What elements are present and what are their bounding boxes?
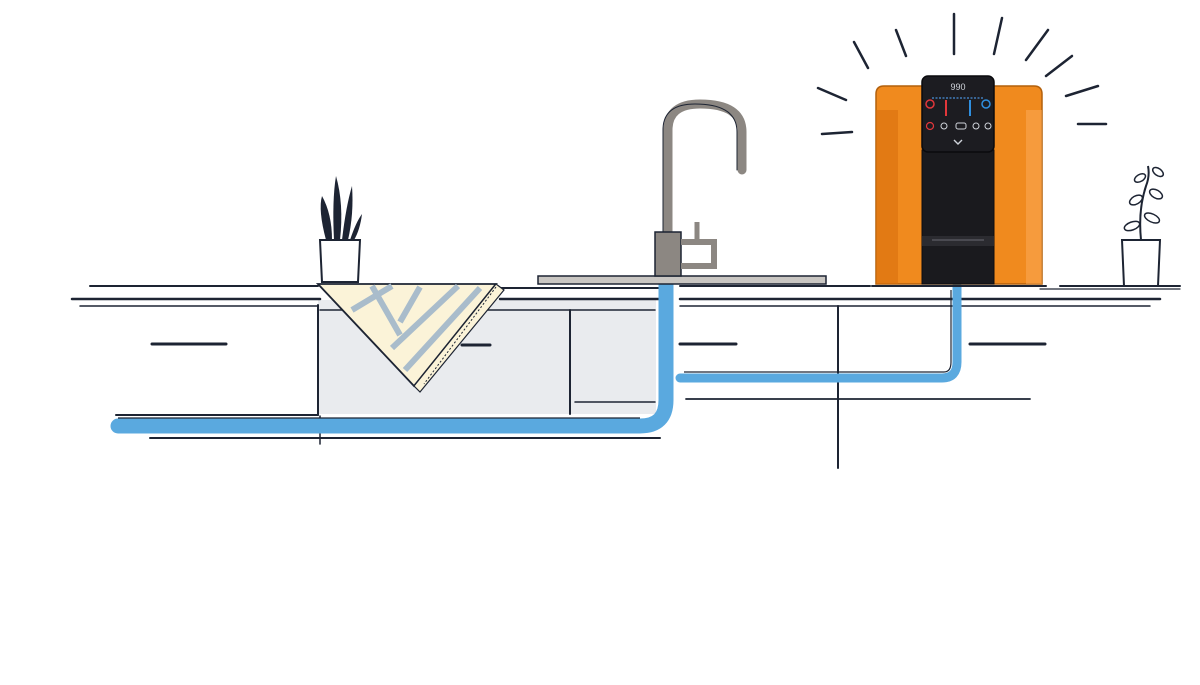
vine-plant-icon [1120, 165, 1165, 287]
dish-towel [315, 283, 505, 393]
faucet-icon [654, 99, 747, 277]
water-pipes [110, 276, 962, 434]
snake-plant-icon [318, 176, 362, 283]
cold-indicator-icon [981, 99, 991, 109]
sink-basin [537, 275, 827, 285]
water-dispenser: 990 [875, 75, 1043, 285]
hot-indicator-icon [925, 99, 935, 109]
brand-mark: 990 [950, 82, 965, 92]
sparkle-rays-icon [816, 12, 1108, 136]
chevron-down-icon [953, 139, 963, 145]
